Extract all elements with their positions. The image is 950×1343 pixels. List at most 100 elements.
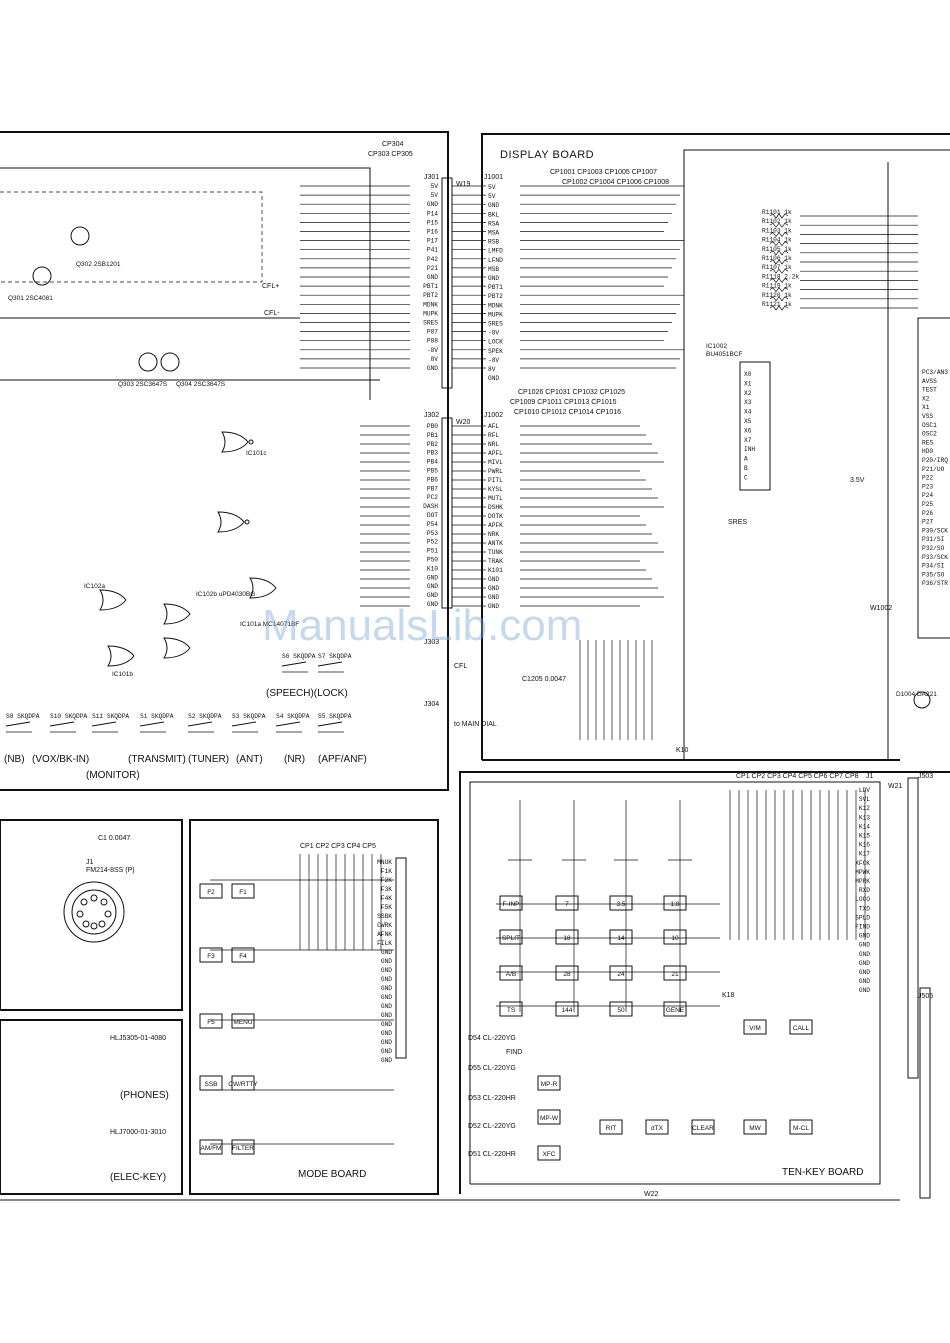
pin-label: GND (381, 1030, 392, 1037)
cp-tenkey-label: CP1 CP2 CP3 CP4 CP5 CP6 CP7 CP8 (736, 773, 859, 780)
pin-label: X6 (744, 427, 752, 434)
phones-label: (PHONES) (120, 1090, 169, 1101)
resistor-label: R1102 1k (762, 218, 792, 225)
tenkey-key (609, 895, 633, 911)
pin-label: KYSL (488, 486, 503, 493)
pin-label: SRES (488, 321, 503, 328)
frame-display-board (481, 133, 950, 761)
pin-label: VSS (922, 413, 933, 420)
tenkey-key (789, 1019, 813, 1035)
resistor-label: R1104 1k (762, 237, 792, 244)
switch-contact (187, 721, 213, 727)
w22-label: W22 (644, 1191, 659, 1198)
tenkey-key-label: MW (749, 1125, 761, 1132)
ant-label: (ANT) (236, 754, 263, 765)
tenkey-key-label: 14 (617, 935, 625, 942)
pin-label: K101 (488, 567, 503, 574)
bus-lower-wires (360, 425, 664, 740)
pin-label: GND (488, 585, 499, 592)
switch-label: S11 SKQDPA (92, 713, 129, 720)
mcu-right-pins: PC3/AN3AVSSTESTX2X1VSSOSC1OSC2RESHD0P20/… (922, 369, 948, 587)
switch-contact (231, 721, 257, 727)
tenkey-key (743, 1019, 767, 1035)
pin-label: B (744, 465, 748, 472)
pin-label: CWRK (377, 922, 392, 929)
pin-label: LFND (488, 257, 503, 264)
pin-label: AFNK (377, 931, 392, 938)
mode-network (210, 854, 394, 1145)
jphones-label: HLJ5305-01-4080 (110, 1035, 166, 1042)
pin-label: GND (859, 942, 870, 949)
pin-label: SSBK (377, 913, 392, 920)
mode-key-label: AM/FM (201, 1145, 222, 1152)
pin-label: XFCK (855, 860, 870, 867)
pin-label: GND (381, 1039, 392, 1046)
led-d52-label: D52 CL-220YG (468, 1123, 516, 1130)
pin-label: F2K (381, 877, 392, 884)
pin-label: LMFD (488, 248, 503, 255)
pin-label: TRAK (488, 558, 503, 565)
pin-label: P21/UO (922, 466, 945, 473)
pin-label: PB2 (427, 441, 438, 448)
mode-key (199, 1013, 223, 1029)
pin-label: P14 (427, 210, 438, 217)
led-d53-label: D53 CL-220HR (468, 1095, 516, 1102)
tenkey-key-label: 28 (563, 971, 571, 978)
pin-label: F1K (381, 868, 392, 875)
k10-label: K10 (676, 747, 689, 754)
resistor-symbol (769, 231, 789, 237)
sres-label: SRES (728, 519, 747, 526)
tenkey-key (555, 895, 579, 911)
vox-label: (VOX/BK-IN) (32, 754, 89, 765)
j303-label: J303 (424, 639, 439, 646)
mode-key (199, 883, 223, 899)
pin-label: MPRK (855, 878, 870, 885)
pin-label: -8V (488, 330, 499, 337)
tenkey-key (691, 1119, 715, 1135)
pin-label: OSC1 (922, 422, 937, 429)
frame-left-main (0, 131, 449, 791)
resistor-label: R1105 1k (762, 246, 792, 253)
monitor-label: (MONITOR) (86, 770, 140, 781)
j1001-label: J1001 (484, 174, 503, 181)
mode-key (231, 1013, 255, 1029)
w19-label: W19 (456, 181, 471, 188)
pin-label: MSA (488, 230, 499, 237)
cp303-305-label: CP303 CP305 (368, 151, 413, 158)
mode-key (231, 883, 255, 899)
tenkey-key-label: CALL (793, 1025, 810, 1032)
connector-j302-pins: PB0PB1PB2PB3PB4PB5PB6PB7PC2DASHDOTP54P53… (423, 423, 438, 608)
pin-label: P32/SO (922, 545, 945, 552)
pin-label: PBT1 (423, 283, 438, 290)
tenkey-key (537, 1075, 561, 1091)
speech-lock-label: (SPEECH)(LOCK) (266, 688, 348, 699)
ic102b-label: IC102b uPD4030BG (196, 591, 255, 598)
pin-label: K10 (427, 565, 438, 572)
j1-tenkey-label: J1 (866, 773, 874, 780)
connector-j1002-pins: AFLRFLNRLAPFLMIVLPWRLPITLKYSLMUTLDSHKDOT… (488, 423, 503, 610)
pin-label: MUPK (488, 311, 503, 318)
ic101a-label: IC101a MC14071BF (240, 621, 299, 628)
mode-key (231, 1075, 255, 1091)
switch-label: S5 SKQDPA (318, 713, 352, 720)
tenkey-key-label: 144 (562, 1007, 573, 1014)
mcu-body (917, 317, 950, 639)
tenkey-key-label: TS (507, 1007, 516, 1014)
tenkey-board-title: TEN-KEY BOARD (782, 1167, 864, 1178)
pin-label: -8V (427, 347, 438, 354)
pin-label: P23 (922, 483, 933, 490)
pin-label: MDNK (488, 302, 503, 309)
pin-label: 5V (431, 183, 439, 190)
pin-label: NRL (488, 441, 499, 448)
pin-label: GND (381, 967, 392, 974)
connector-j301-pins: 5V5VGNDP14P15P16P17P41P42P21GNDPBT1PBT2M… (423, 183, 439, 372)
pin-label: GND (859, 969, 870, 976)
frame-lower-boxes (0, 771, 950, 1201)
pin-label: P42 (427, 256, 438, 263)
pin-label: P41 (427, 247, 438, 254)
apf-label: (APF/ANF) (318, 754, 367, 765)
pin-label: MSB (488, 266, 499, 273)
pin-label: SPEK (488, 348, 503, 355)
